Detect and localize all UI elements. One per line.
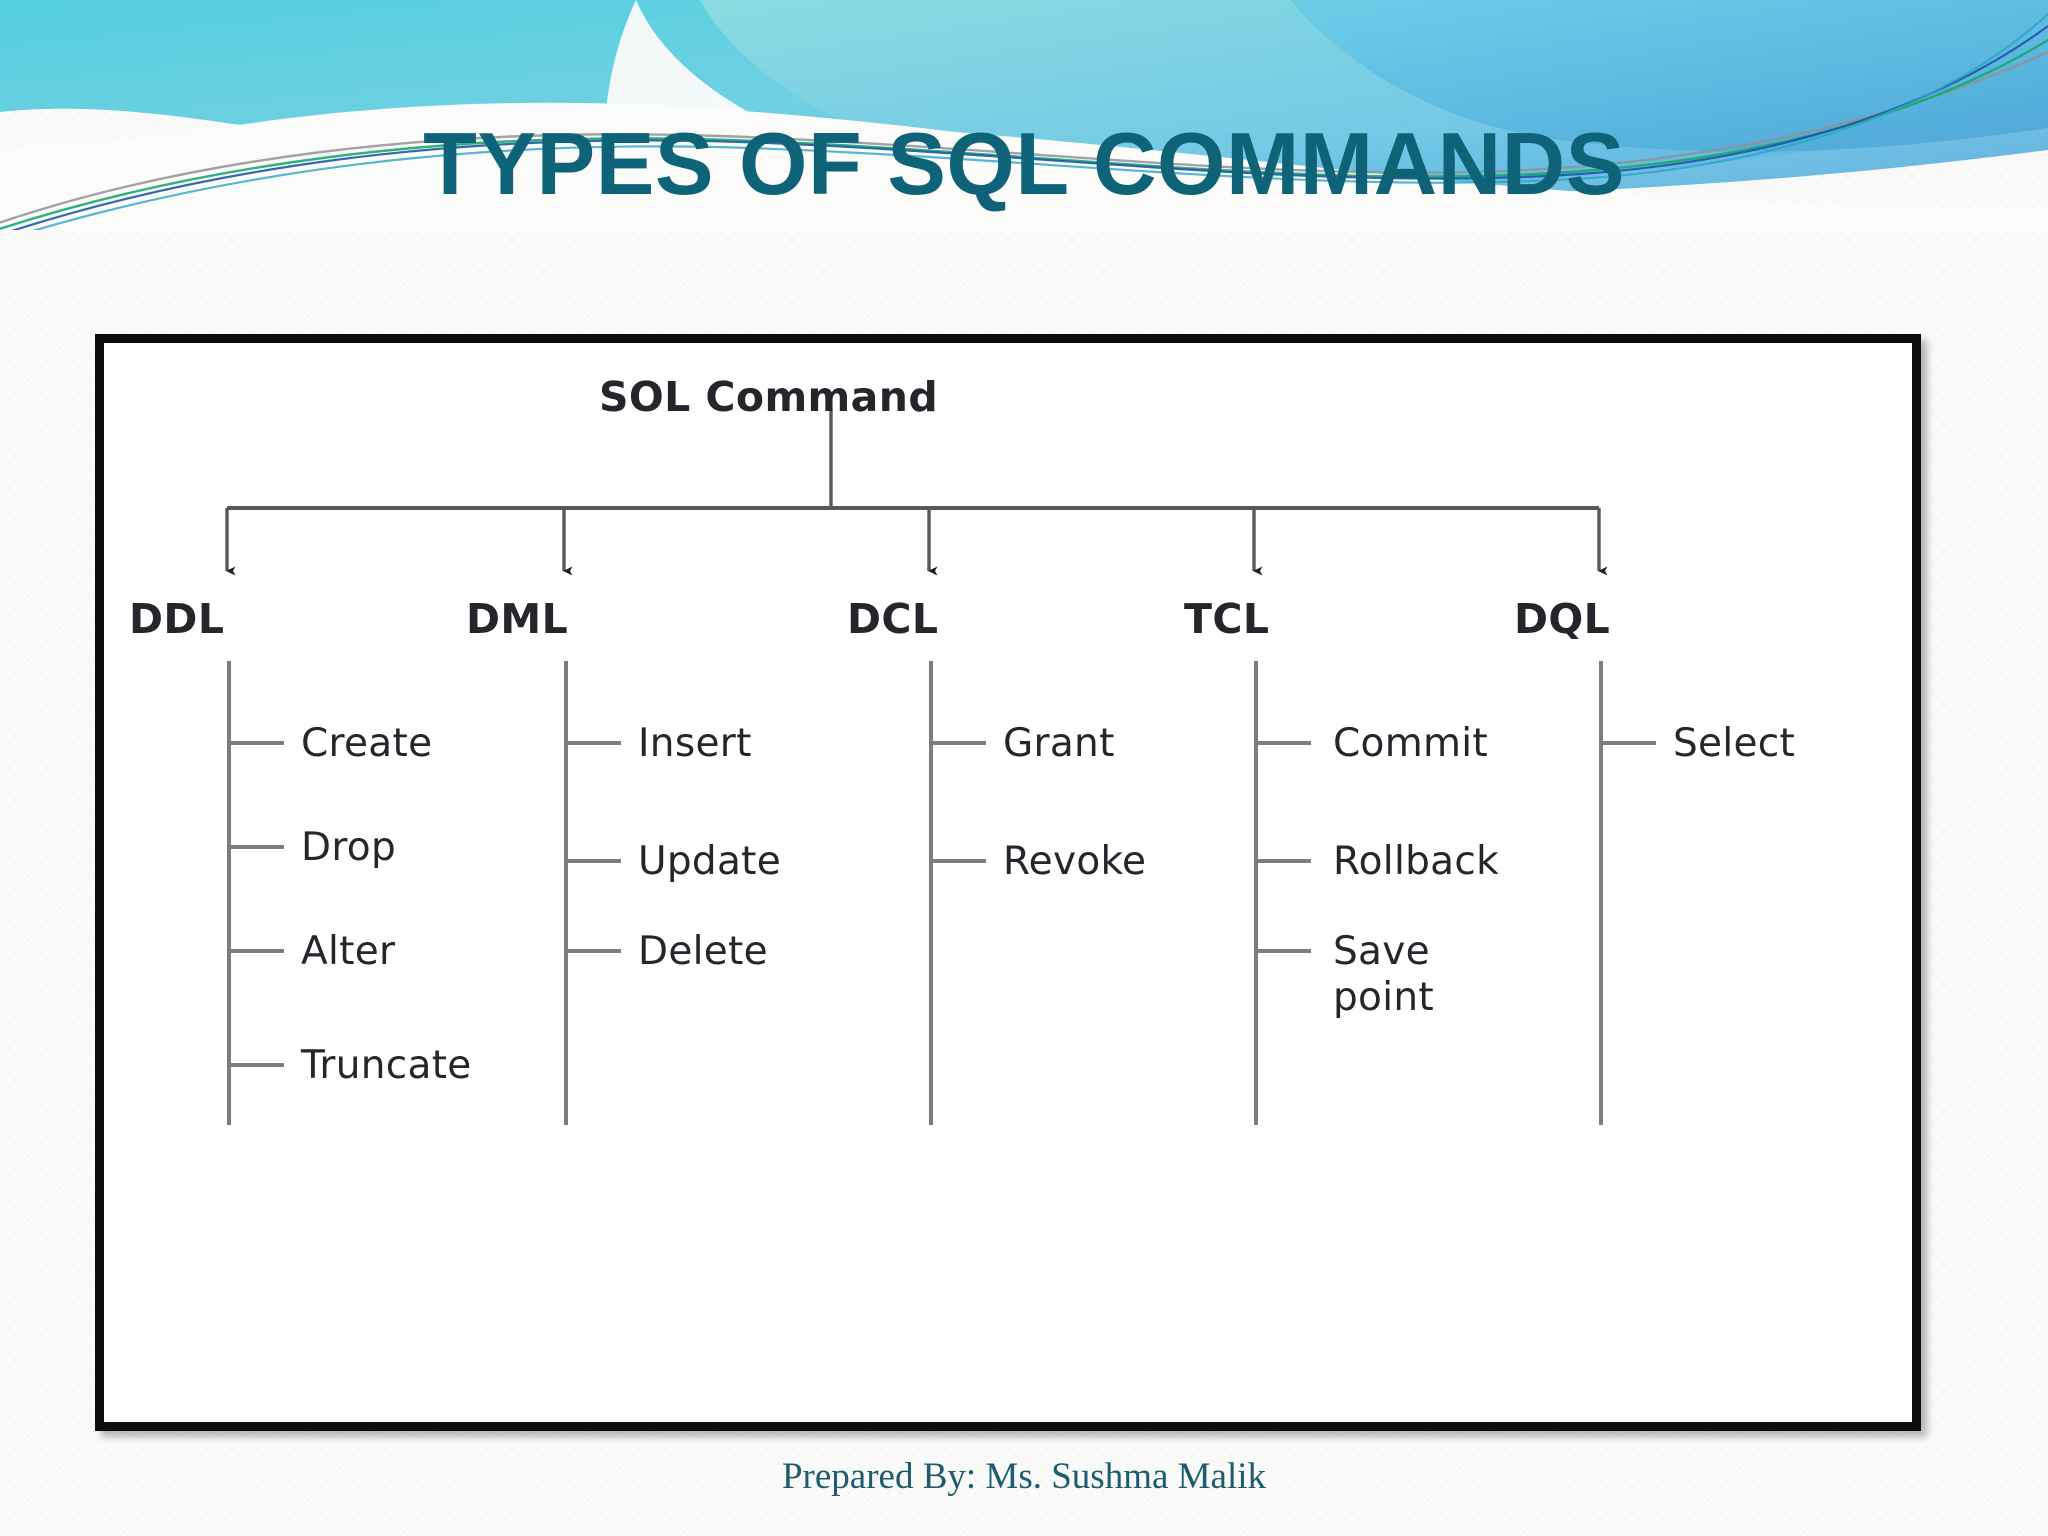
leaf-dcl-revoke: Revoke <box>1003 839 1147 884</box>
sql-command-tree-diagram: SOL Command DDL DML DCL TCL DQL Create D… <box>95 334 1921 1431</box>
branch-label-dql: DQL <box>1514 595 1611 643</box>
branch-label-dml: DML <box>466 595 569 643</box>
branch-label-dcl: DCL <box>847 595 939 643</box>
branch-label-ddl: DDL <box>129 595 225 643</box>
leaf-tcl-commit: Commit <box>1333 721 1489 766</box>
footer-credit: Prepared By: Ms. Sushma Malik <box>781 1456 1267 1497</box>
leaf-dml-delete: Delete <box>638 929 768 974</box>
leaf-ddl-alter: Alter <box>301 929 396 974</box>
leaf-dql-select: Select <box>1673 721 1796 766</box>
leaf-ddl-drop: Drop <box>301 825 397 870</box>
leaf-dml-update: Update <box>638 839 782 884</box>
leaf-tcl-rollback: Rollback <box>1333 839 1499 884</box>
branch-label-tcl: TCL <box>1184 595 1270 643</box>
tree-connector-lines <box>225 409 1656 1125</box>
leaf-tcl-savepoint: Save point <box>1333 929 1434 1021</box>
leaf-dml-insert: Insert <box>638 721 752 766</box>
leaf-dcl-grant: Grant <box>1003 721 1115 766</box>
tree-root-label: SOL Command <box>599 373 939 421</box>
leaf-ddl-create: Create <box>301 721 433 766</box>
leaf-ddl-truncate: Truncate <box>301 1043 472 1088</box>
page-title: TYPES OF SQL COMMANDS <box>423 114 1625 213</box>
